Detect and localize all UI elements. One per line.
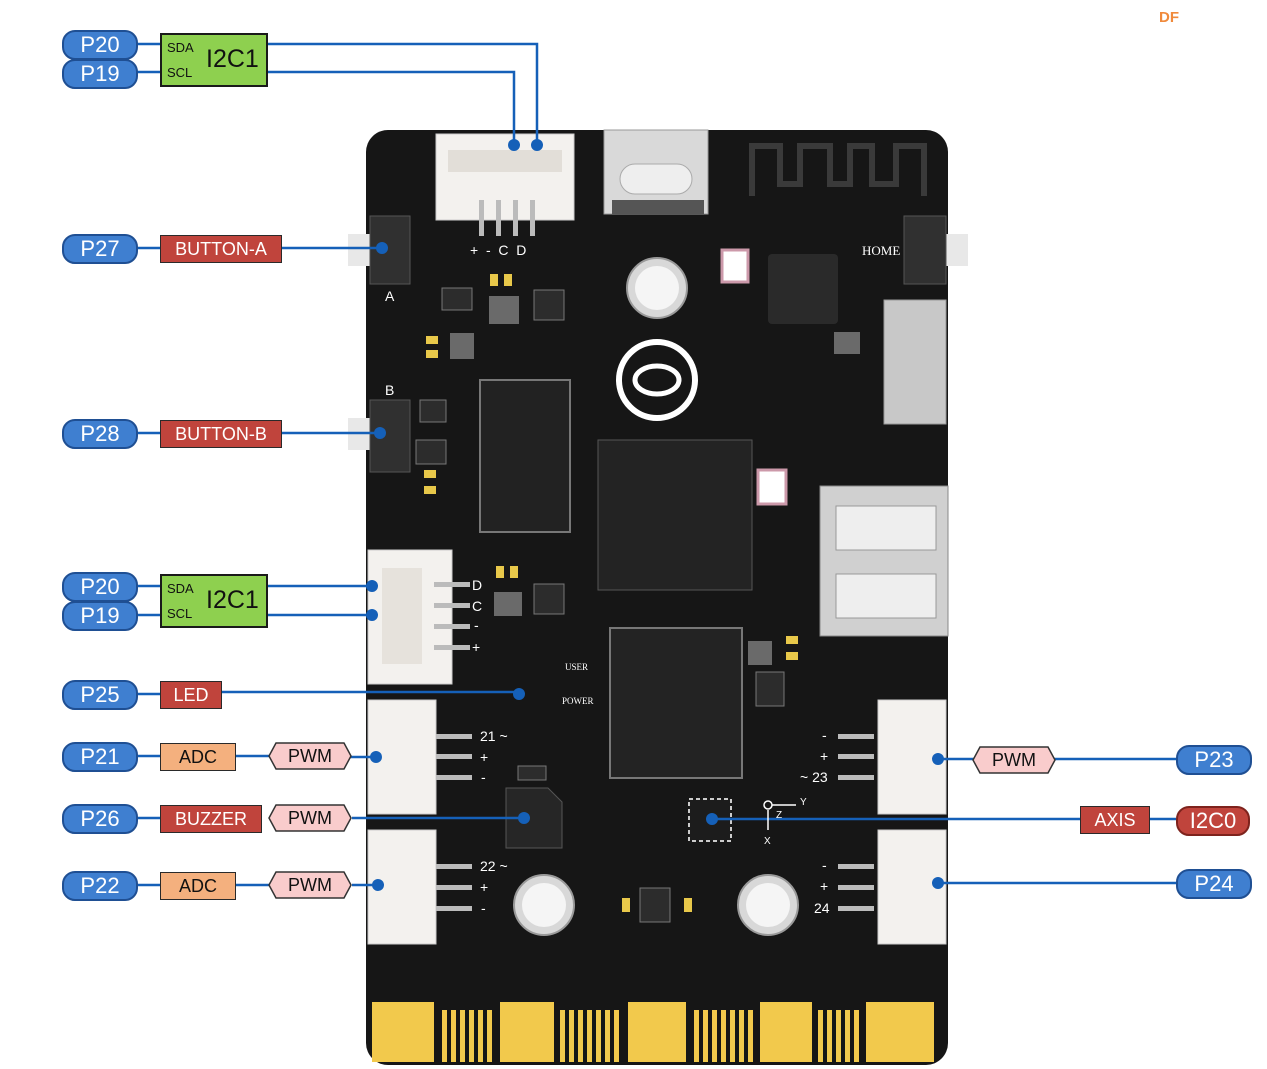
usb-c-port bbox=[603, 129, 709, 215]
sda-label: SDA bbox=[167, 581, 194, 596]
silk-24-minus: - bbox=[822, 857, 827, 873]
silk-top-connector: + - C D bbox=[470, 242, 527, 258]
silk-mid-c: C bbox=[472, 598, 483, 614]
i2c1-label: I2C1 bbox=[206, 45, 259, 73]
pin-p27: P27 bbox=[62, 234, 138, 264]
axis-indicator-icon bbox=[763, 800, 796, 830]
main-mcu bbox=[597, 439, 753, 591]
flash-chip bbox=[479, 379, 571, 533]
silk-21-minus: - bbox=[481, 769, 486, 785]
tag-i2c0: I2C0 bbox=[1176, 806, 1250, 836]
silk-24: 24 bbox=[814, 900, 830, 916]
silk-21: 21 ~ bbox=[480, 728, 508, 744]
i2c1-box-mid: SDA SCL I2C1 bbox=[160, 574, 268, 628]
pin-p20-top: P20 bbox=[62, 30, 138, 60]
i2c1-box-top: SDA SCL I2C1 bbox=[160, 33, 268, 87]
pin-p20-mid: P20 bbox=[62, 572, 138, 602]
connection-dots bbox=[366, 139, 944, 891]
left-connector-21 bbox=[367, 699, 472, 815]
edge-connector bbox=[372, 1002, 934, 1062]
ic-chip bbox=[768, 254, 838, 324]
silk-user: USER bbox=[565, 662, 589, 672]
pwm-label: PWM bbox=[288, 875, 332, 895]
home-button-switch bbox=[903, 215, 968, 285]
pin-p21: P21 bbox=[62, 742, 138, 772]
pwm-label: PWM bbox=[288, 808, 332, 828]
silk-mid-d: D bbox=[472, 577, 483, 593]
tag-pwm-23: PWM bbox=[972, 746, 1056, 774]
pin-p26: P26 bbox=[62, 804, 138, 834]
buzzer bbox=[505, 787, 563, 849]
pwm-label: PWM bbox=[992, 750, 1036, 770]
wifi-antenna bbox=[749, 143, 927, 196]
silk-24-plus: + bbox=[820, 878, 829, 894]
coprocessor bbox=[609, 627, 743, 779]
pin-p19-mid: P19 bbox=[62, 601, 138, 631]
board-logo bbox=[616, 339, 698, 421]
mid-i2c-connector bbox=[367, 549, 470, 685]
pwm-label: PWM bbox=[288, 746, 332, 766]
silk-mid-plus: + bbox=[472, 639, 481, 655]
top-i2c-connector bbox=[435, 133, 575, 236]
tag-led: LED bbox=[160, 681, 222, 709]
pin-p25: P25 bbox=[62, 680, 138, 710]
pin-p19-top: P19 bbox=[62, 59, 138, 89]
silk-mid-minus: - bbox=[474, 617, 479, 633]
silk-21-plus: + bbox=[480, 749, 489, 765]
pin-p24: P24 bbox=[1176, 869, 1252, 899]
tag-pwm-21: PWM bbox=[268, 742, 352, 770]
silk-home: HOME bbox=[862, 243, 901, 258]
tag-buzzer: BUZZER bbox=[160, 805, 262, 833]
silk-22-minus: - bbox=[481, 900, 486, 916]
scl-label: SCL bbox=[167, 65, 193, 80]
scl-label: SCL bbox=[167, 606, 193, 621]
tag-adc-21: ADC bbox=[160, 743, 236, 771]
silk-22: 22 ~ bbox=[480, 858, 508, 874]
silk-button-a: A bbox=[385, 288, 395, 304]
i2c1-label: I2C1 bbox=[206, 586, 259, 614]
silk-23-plus: + bbox=[820, 748, 829, 764]
silk-button-b: B bbox=[385, 382, 395, 398]
sda-label: SDA bbox=[167, 40, 194, 55]
led-top bbox=[720, 248, 750, 284]
silk-23: ~ 23 bbox=[800, 769, 828, 785]
silk-axis-z: Z bbox=[776, 810, 783, 821]
tag-pwm-26: PWM bbox=[268, 804, 352, 832]
tag-button-a: BUTTON-A bbox=[160, 235, 282, 263]
tag-adc-22: ADC bbox=[160, 872, 236, 900]
silk-power: POWER bbox=[562, 696, 594, 706]
silk-22-plus: + bbox=[480, 879, 489, 895]
brand-mark: DF bbox=[1159, 9, 1179, 26]
silk-23-minus: - bbox=[822, 727, 827, 743]
usb-a-port bbox=[819, 485, 949, 637]
tag-axis: AXIS bbox=[1080, 806, 1150, 834]
tag-button-b: BUTTON-B bbox=[160, 420, 282, 448]
tag-pwm-22: PWM bbox=[268, 871, 352, 899]
silk-axis-x: X bbox=[764, 836, 771, 847]
silk-axis-y: Y bbox=[800, 797, 807, 808]
pin-p23: P23 bbox=[1176, 745, 1252, 775]
pin-p22: P22 bbox=[62, 871, 138, 901]
sd-slot bbox=[883, 299, 947, 425]
led-mid bbox=[756, 468, 788, 506]
pin-p28: P28 bbox=[62, 419, 138, 449]
